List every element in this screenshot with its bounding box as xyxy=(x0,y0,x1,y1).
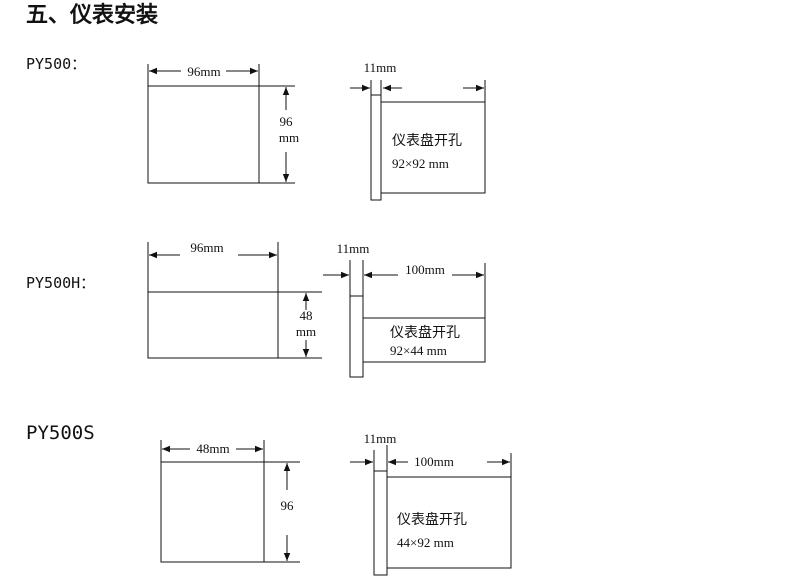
py500-height-unit: mm xyxy=(279,130,299,145)
py500s-front-panel xyxy=(160,461,265,563)
py500-front-panel xyxy=(147,85,260,184)
py500s-cutout-label: 仪表盘开孔 xyxy=(397,511,467,528)
py500h-bezel xyxy=(349,295,364,378)
py500s-side-view: 11mm 100mm 仪表盘开孔 44×92 mm xyxy=(350,431,512,576)
py500-thickness-label: 11mm xyxy=(364,60,397,75)
py500s-bezel xyxy=(373,470,388,576)
py500h-width-label: 96mm xyxy=(190,240,223,255)
py500h-front-panel xyxy=(147,291,279,359)
py500s-depth-label: 100mm xyxy=(414,454,454,469)
py500h-section: PY500H： 96mm 48 mm 11mm xyxy=(26,240,486,378)
py500-model-label: PY500： xyxy=(26,55,86,73)
py500-front-view: 96mm 96 mm xyxy=(147,64,299,184)
py500s-thickness-label: 11mm xyxy=(364,431,397,446)
py500h-side-view: 11mm 100mm 仪表盘开孔 92×44 mm xyxy=(323,241,486,378)
py500h-height-unit: mm xyxy=(296,324,316,339)
py500s-front-view: 48mm 96 xyxy=(160,440,300,563)
py500s-model-label: PY500S xyxy=(26,422,95,444)
py500-cutout-size: 92×92 mm xyxy=(392,156,449,171)
py500h-depth-label: 100mm xyxy=(405,262,445,277)
py500h-model-label: PY500H： xyxy=(26,274,95,292)
py500s-height-value: 96 xyxy=(281,498,295,513)
py500-section: PY500： 96mm 96 mm 11mm xyxy=(26,55,486,201)
py500h-case-body xyxy=(362,317,486,363)
py500-width-label: 96mm xyxy=(187,64,220,79)
py500h-cutout-size: 92×44 mm xyxy=(390,343,447,358)
section-heading: 五、仪表安装 xyxy=(26,2,158,28)
py500h-height-value: 48 xyxy=(300,308,313,323)
py500-cutout-label: 仪表盘开孔 xyxy=(392,132,462,149)
py500-bezel xyxy=(370,94,382,201)
py500h-cutout-label: 仪表盘开孔 xyxy=(390,324,460,341)
py500h-thickness-label: 11mm xyxy=(337,241,370,256)
py500-side-view: 11mm 仪表盘开孔 92×92 mm xyxy=(350,60,486,201)
py500h-front-view: 96mm 48 mm xyxy=(147,240,322,359)
py500s-width-label: 48mm xyxy=(196,441,229,456)
py500s-section: PY500S 48mm 96 11mm 100mm xyxy=(26,422,512,576)
py500s-case-body xyxy=(386,476,512,569)
py500-height-value: 96 xyxy=(280,114,294,129)
py500s-cutout-size: 44×92 mm xyxy=(397,535,454,550)
